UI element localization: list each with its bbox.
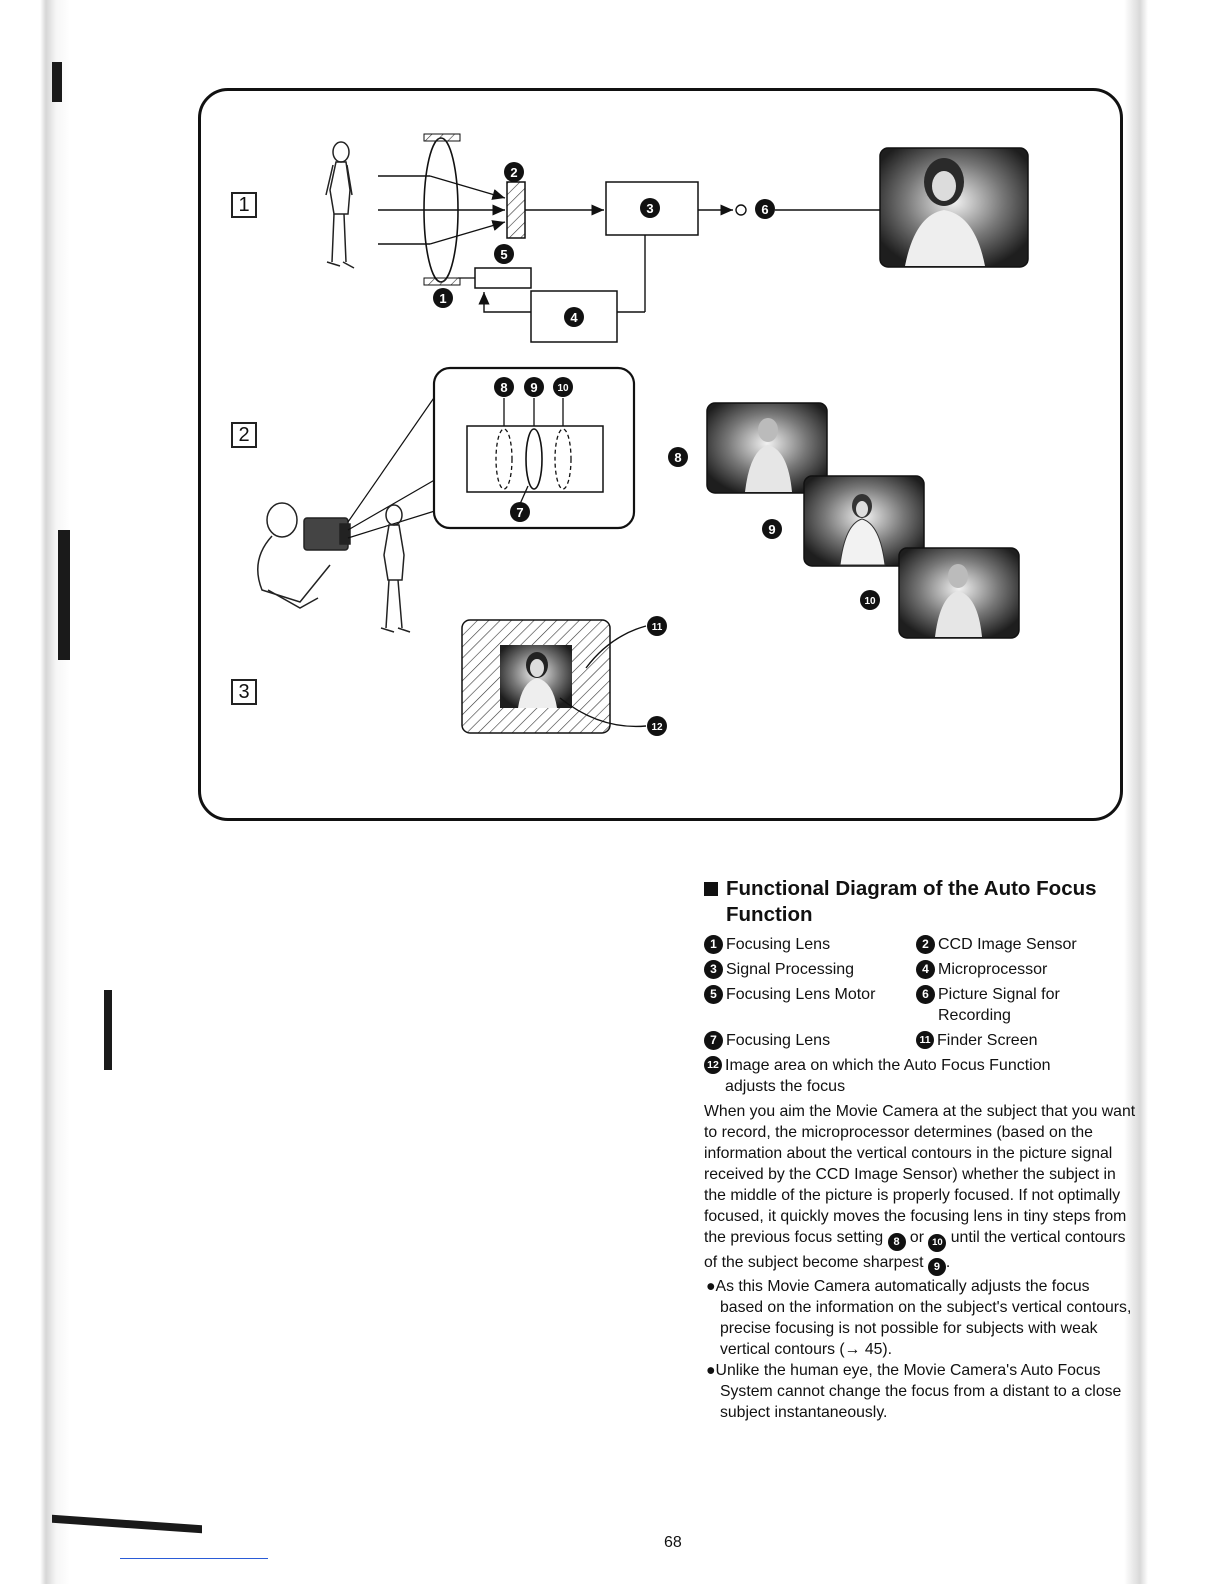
svg-text:10: 10: [557, 383, 569, 394]
callout-8-photo: 8: [668, 447, 688, 467]
ref-8-icon: 8: [888, 1233, 906, 1251]
svg-text:9: 9: [768, 522, 775, 537]
heading-line-1: Functional Diagram of the Auto Focus: [726, 877, 1097, 900]
svg-text:2: 2: [510, 165, 517, 180]
monitor-screen-photo: [880, 148, 1028, 267]
callout-11: 11: [647, 616, 667, 636]
woman-subject-figure-1: [326, 142, 354, 268]
callout-9-photo: 9: [762, 519, 782, 539]
ref-10-icon: 10: [928, 1234, 946, 1252]
body-paragraph: When you aim the Movie Camera at the sub…: [704, 1101, 1136, 1276]
output-terminal: [736, 205, 746, 215]
focus-sample-photo-10: [899, 548, 1019, 638]
svg-text:10: 10: [864, 596, 876, 607]
callout-2: 2: [504, 162, 524, 182]
focusing-lens-motor-block: [475, 268, 531, 288]
light-rays: [378, 176, 505, 244]
svg-text:3: 3: [646, 201, 653, 216]
callout-12: 12: [647, 716, 667, 736]
svg-text:8: 8: [500, 380, 507, 395]
callout-3: 3: [640, 198, 660, 218]
camera-operator-figure: [258, 503, 350, 608]
callout-10-lens: 10: [553, 377, 573, 397]
callout-6: 6: [755, 199, 775, 219]
woman-subject-figure-2: [381, 505, 410, 632]
svg-text:7: 7: [516, 505, 523, 520]
callout-7: 7: [510, 502, 530, 522]
bullet-item: ●As this Movie Camera automatically adju…: [704, 1276, 1136, 1360]
heading-bullet-square: [704, 882, 718, 896]
ref-9-icon: 9: [928, 1258, 946, 1276]
svg-text:8: 8: [674, 450, 681, 465]
motor-control-line: [484, 292, 531, 312]
svg-text:11: 11: [652, 622, 663, 633]
section-heading: Functional Diagram of the Auto Focus Fun…: [704, 876, 1136, 928]
svg-text:9: 9: [530, 380, 537, 395]
svg-text:6: 6: [761, 202, 768, 217]
scan-underline: [120, 1558, 268, 1559]
heading-line-2: Function: [726, 903, 813, 926]
svg-text:4: 4: [570, 310, 578, 325]
svg-text:12: 12: [651, 722, 663, 733]
callout-9-lens: 9: [524, 377, 544, 397]
callout-1: 1: [433, 288, 453, 308]
callout-8-lens: 8: [494, 377, 514, 397]
svg-text:1: 1: [439, 291, 446, 306]
callout-4: 4: [564, 307, 584, 327]
bullet-item: ●Unlike the human eye, the Movie Camera'…: [704, 1360, 1136, 1423]
callout-5: 5: [494, 244, 514, 264]
page-number: 68: [664, 1534, 682, 1552]
ccd-image-sensor: [507, 182, 525, 238]
svg-text:5: 5: [500, 247, 507, 262]
description-block: Functional Diagram of the Auto Focus Fun…: [704, 876, 1136, 1423]
callout-10-photo: 10: [860, 590, 880, 610]
view-cone: [348, 392, 438, 538]
